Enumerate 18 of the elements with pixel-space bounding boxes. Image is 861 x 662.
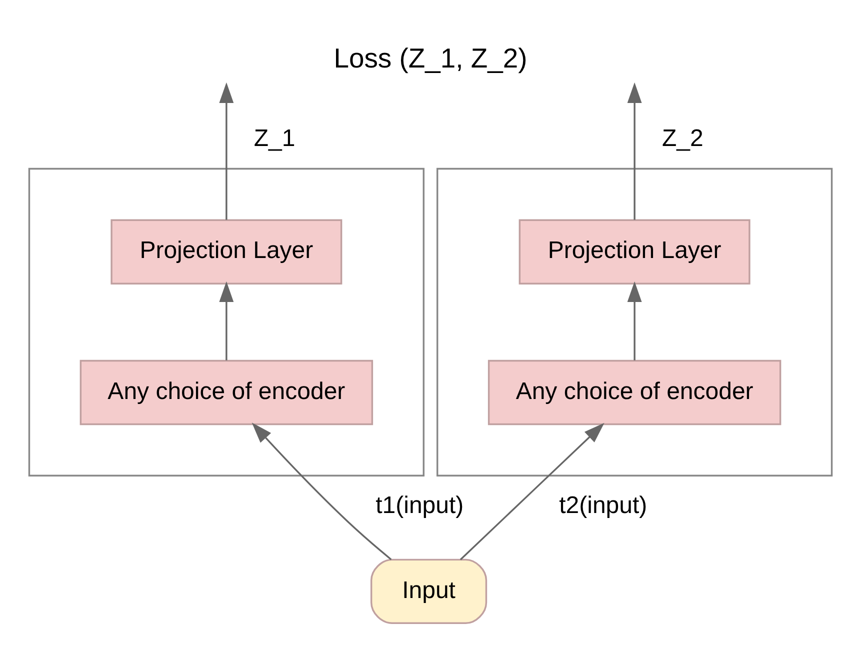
edge-label: t2(input) — [559, 492, 648, 519]
edge-label: t1(input) — [376, 492, 464, 519]
diagram-title: Loss (Z_1, Z_2) — [334, 42, 528, 74]
arrow — [627, 281, 642, 360]
arrow — [219, 82, 234, 220]
node-box: Any choice of encoder — [80, 360, 374, 426]
node-box: Input — [370, 558, 488, 624]
cluster — [28, 168, 424, 477]
arrow — [460, 422, 604, 560]
arrow — [627, 82, 642, 220]
node-box: Any choice of encoder — [488, 360, 782, 426]
edge-label: Z_2 — [662, 124, 704, 152]
node-box: Projection Layer — [110, 219, 342, 284]
arrow — [252, 422, 392, 560]
node-box: Projection Layer — [518, 219, 750, 284]
cluster — [436, 168, 833, 477]
edge-label: Z_1 — [254, 124, 296, 152]
arrow — [219, 281, 234, 360]
